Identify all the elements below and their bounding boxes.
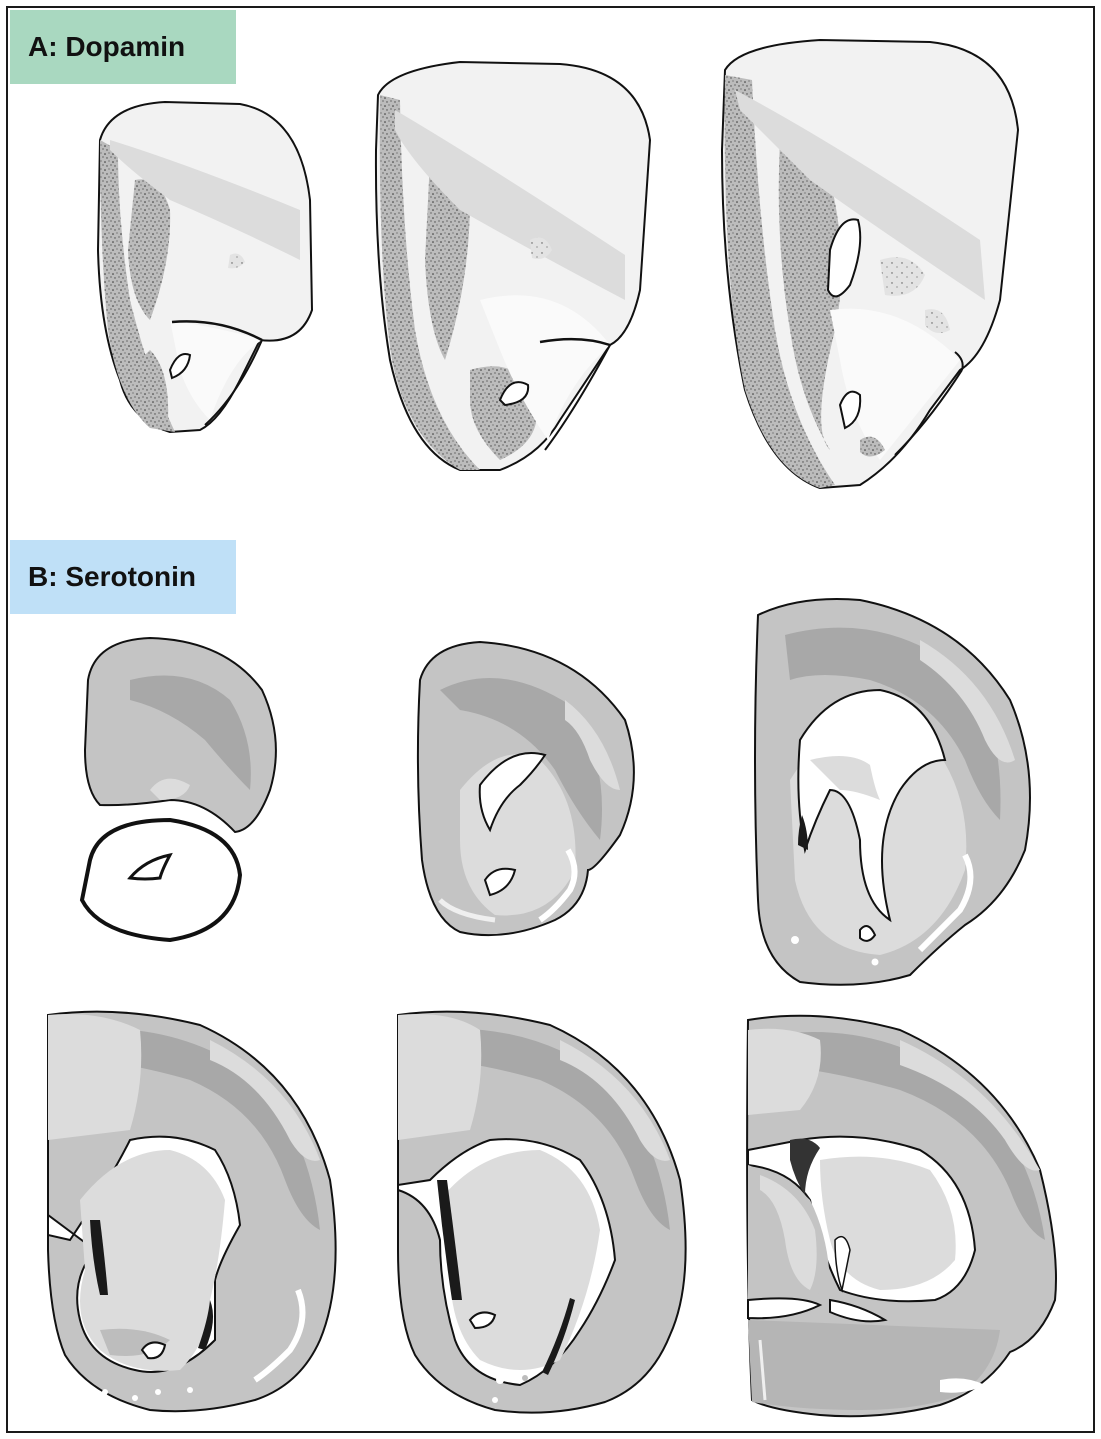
serotonin-section-5 [398,1012,686,1413]
serotonin-section-3 [755,599,1030,985]
dopamin-section-3 [722,40,1018,488]
dopamin-section-2 [376,62,650,470]
serotonin-section-2 [418,642,634,935]
serotonin-section-4 [48,1012,336,1412]
dopamin-section-1 [98,102,312,432]
serotonin-section-1 [82,638,276,940]
serotonin-section-6 [747,1016,1056,1416]
